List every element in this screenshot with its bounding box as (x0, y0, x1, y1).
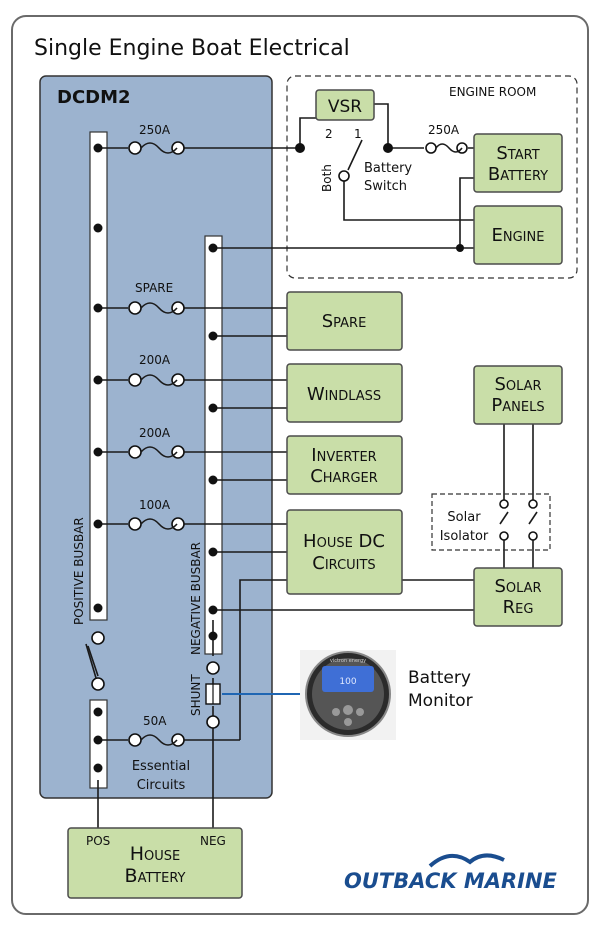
house-battery-label-1: House (130, 843, 181, 865)
engine-room-area (286, 75, 578, 279)
isolator-label-1: Solar (447, 510, 481, 525)
fuse-inverter: 200A (128, 426, 185, 459)
fuse-inverter-label: 200A (139, 426, 171, 440)
fuse-start-label: 250A (428, 123, 460, 137)
solar-panels-box: Solar Panels (473, 365, 563, 425)
switch-both: Both (320, 164, 334, 192)
brand-text: OUTBACK MARINE (344, 869, 558, 893)
solar-isolator: Solar Isolator (431, 493, 551, 551)
solar-panels-label-1: Solar (494, 374, 541, 395)
battery-monitor-device: 100 victron energy (300, 650, 396, 740)
monitor-label-1: Battery (408, 668, 471, 688)
house-battery-label-2: Battery (125, 865, 186, 887)
shunt-label: SHUNT (189, 674, 203, 716)
windlass-label: Windlass (307, 384, 381, 405)
engine-label: Engine (492, 225, 545, 246)
fuse-spare-label: SPARE (135, 281, 173, 295)
house-dc-label-1: House DC (303, 531, 385, 552)
inverter-label-1: Inverter (311, 445, 376, 466)
fuse-house: 100A (128, 498, 185, 531)
solar-reg-label-2: Reg (503, 597, 534, 618)
inverter-charger-box: Inverter Charger (286, 435, 403, 495)
neg-terminal-label: NEG (200, 834, 226, 848)
fuse-windlass-label: 200A (139, 353, 171, 367)
windlass-box: Windlass (286, 363, 403, 423)
negative-busbar-label: NEGATIVE BUSBAR (189, 542, 203, 655)
spare-label: Spare (322, 311, 367, 332)
diagram-title: Single Engine Boat Electrical (34, 36, 350, 61)
device-brand: victron energy (330, 658, 366, 664)
fuse-start: 250A (425, 123, 468, 154)
battery-switch: 2 1 Both Battery Switch (295, 127, 412, 194)
negative-busbar (204, 235, 223, 655)
start-battery-label-2: Battery (488, 164, 548, 185)
pos-terminal-label: POS (86, 834, 110, 848)
fuse-essential-label: 50A (143, 714, 167, 728)
engine-room-label: ENGINE ROOM (449, 85, 536, 99)
isolator-label-2: Isolator (440, 529, 489, 544)
vsr-box: VSR (315, 89, 375, 121)
essential-label-2: Circuits (137, 778, 186, 793)
engine-box: Engine (473, 205, 563, 265)
vsr-label: VSR (328, 97, 362, 117)
spare-box: Spare (286, 291, 403, 351)
solar-reg-label-1: Solar (494, 576, 541, 597)
fuse-main: 250A (128, 123, 185, 155)
link-switch (85, 631, 105, 691)
essential-label-1: Essential (132, 759, 190, 774)
fuse-essential: 50A (128, 714, 185, 747)
fuse-main-label: 250A (139, 123, 171, 137)
house-dc-label-2: Circuits (312, 553, 375, 574)
wires (87, 103, 534, 828)
switch-pos2: 2 (325, 127, 333, 141)
house-dc-box: House DC Circuits (286, 509, 403, 595)
inverter-label-2: Charger (310, 466, 378, 487)
house-battery-box: House Battery POS NEG (67, 827, 243, 899)
positive-busbar-label: POSITIVE BUSBAR (72, 517, 86, 625)
solar-reg-box: Solar Reg (473, 567, 563, 627)
fuse-windlass: 200A (128, 353, 185, 387)
shunt: SHUNT (189, 661, 221, 729)
start-battery-label-1: Start (496, 143, 539, 164)
fuse-spare: SPARE (128, 281, 185, 315)
monitor-display-text: 100 (339, 677, 356, 687)
switch-label-1: Battery (364, 161, 412, 176)
start-battery-box: Start Battery (473, 133, 563, 193)
fuses: 250A 250A SPARE 200A 200A 100A (128, 123, 468, 747)
switch-pos1: 1 (354, 127, 362, 141)
switch-label-2: Switch (364, 179, 407, 194)
busbar-terminals (93, 143, 464, 773)
monitor-label-2: Monitor (408, 691, 473, 711)
dcdm2-label: DCDM2 (57, 87, 131, 108)
fuse-house-label: 100A (139, 498, 171, 512)
outback-marine-logo: OUTBACK MARINE (344, 853, 558, 893)
solar-panels-label-2: Panels (491, 395, 544, 416)
